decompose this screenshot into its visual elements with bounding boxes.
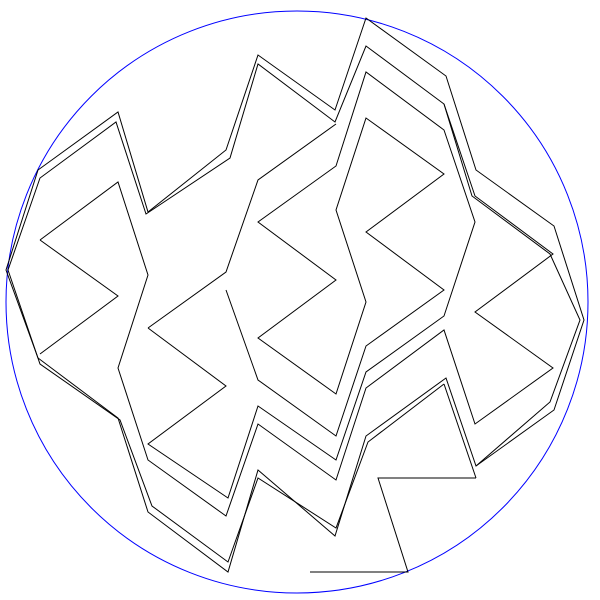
- lower-right-connector: [443, 383, 477, 479]
- inner-zigzag-line: [7, 45, 581, 563]
- outer-zigzag-line: [5, 17, 585, 573]
- left-chevron-shape: [39, 103, 554, 517]
- center-chevron-shape: [147, 71, 476, 499]
- bottom-hook-line: [310, 477, 476, 573]
- line-figures: [5, 17, 585, 573]
- left-inner-chevron: [39, 239, 119, 355]
- boundary-circle: [5, 10, 589, 594]
